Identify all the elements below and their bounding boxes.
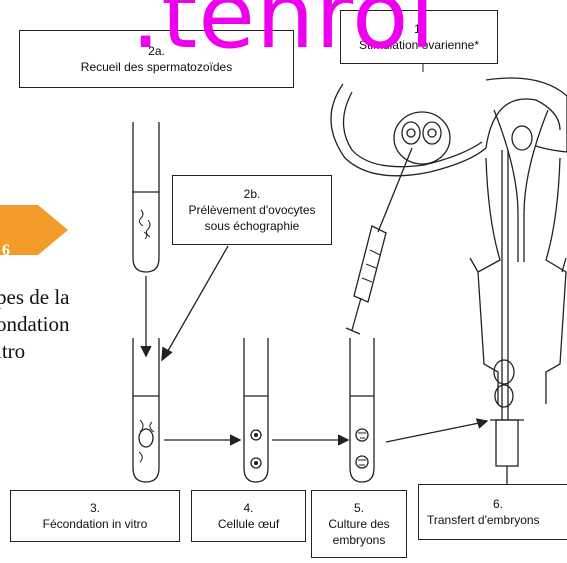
side-caption-line1: pes de la — [0, 284, 70, 311]
step-badge-arrow-icon — [0, 205, 70, 255]
step-2a-box: 2a. Recueil des spermatozoïdes — [19, 30, 294, 88]
step-1-box: 1. Stimulation ovarienne* — [340, 10, 498, 64]
step-3-box: 3. Fécondation in vitro — [10, 490, 180, 542]
step-2b-number: 2b. — [244, 186, 261, 202]
step-5-box: 5. Culture des embryons — [311, 490, 407, 558]
step-4-number: 4. — [243, 500, 253, 516]
side-caption-line2: ondation — [0, 311, 70, 338]
badge-number: 6 — [2, 242, 10, 260]
step-2b-label-line1: Prélèvement d'ovocytes — [188, 202, 315, 218]
step-2a-number: 2a. — [148, 43, 165, 59]
step-5-label-line2: embryons — [333, 532, 386, 548]
arrow-5-to-6 — [386, 422, 484, 442]
step-4-label: Cellule œuf — [218, 516, 279, 532]
step-2b-box: 2b. Prélèvement d'ovocytes sous échograp… — [172, 175, 332, 245]
sperm-tube-icon — [133, 122, 159, 272]
arrow-2b-to-3 — [165, 246, 228, 356]
step-6-box: 6. Transfert d'embryons — [418, 484, 567, 540]
step-2b-label-line2: sous échographie — [205, 218, 300, 234]
step-3-label: Fécondation in vitro — [43, 516, 148, 532]
fertilization-tube-icon — [133, 338, 159, 482]
step-5-label-line1: Culture des — [328, 516, 389, 532]
side-caption: pes de la ondation itro — [0, 284, 70, 365]
step-4-box: 4. Cellule œuf — [191, 490, 306, 542]
step-3-number: 3. — [90, 500, 100, 516]
transfer-syringe-icon — [490, 150, 524, 494]
zygote-tube-icon — [244, 338, 268, 482]
step-6-number: 6. — [493, 496, 503, 512]
step-5-number: 5. — [354, 500, 364, 516]
embryo-culture-tube-icon — [350, 338, 374, 482]
side-caption-line3: itro — [0, 338, 70, 365]
step-6-label: Transfert d'embryons — [427, 512, 540, 528]
step-2a-label: Recueil des spermatozoïdes — [81, 59, 232, 75]
uterus-ovary-icon — [331, 78, 567, 407]
step-1-number: 1. — [414, 21, 424, 37]
step-1-label: Stimulation ovarienne* — [359, 37, 479, 53]
